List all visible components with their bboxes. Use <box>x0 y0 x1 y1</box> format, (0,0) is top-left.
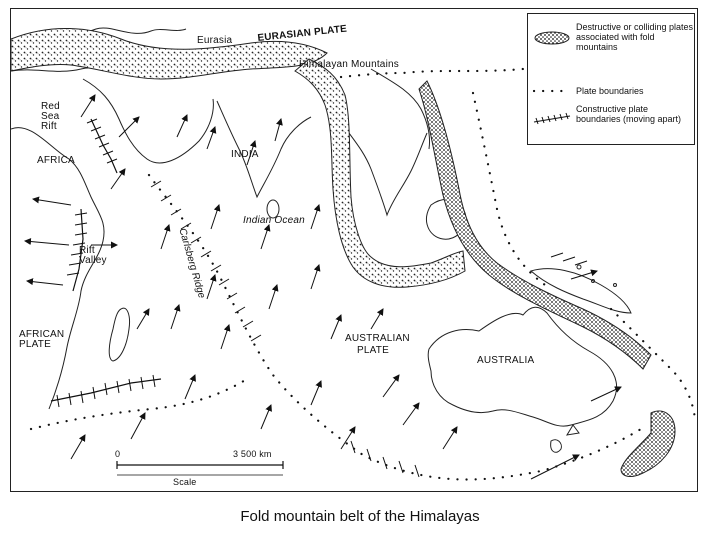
legend-item-destructive: Destructive or colliding plates associat… <box>528 20 696 68</box>
coast-new-guinea <box>529 268 632 314</box>
label-india: INDIA <box>231 149 259 160</box>
ridge-red-sea <box>90 118 118 174</box>
ridge-red-sea-hatch <box>86 118 118 164</box>
coast-india <box>216 100 312 199</box>
ridge-south-hatch <box>350 440 420 478</box>
coast-tasmania <box>550 439 562 453</box>
fold-belt-curve <box>294 58 466 288</box>
scale-end: 3 500 km <box>233 449 272 459</box>
scale-label: Scale <box>173 477 197 487</box>
legend-stippled-belt-icon <box>534 31 570 45</box>
label-eurasia: Eurasia <box>197 35 233 46</box>
label-australian-plate-2: PLATE <box>357 345 389 356</box>
islands <box>566 264 617 436</box>
coast-australia <box>427 306 618 427</box>
legend-text-plate-boundaries: Plate boundaries <box>576 86 644 96</box>
label-rift-valley-2: Valley <box>79 255 107 266</box>
ridge-rift-valley-hatch <box>66 212 88 276</box>
ridge-sw-indian-hatch <box>56 374 156 408</box>
plate-boundaries <box>29 67 697 481</box>
boundary-pacific <box>609 307 697 421</box>
legend: Destructive or colliding plates associat… <box>527 13 695 145</box>
coastlines <box>11 27 632 453</box>
label-australian-plate-1: AUSTRALIAN <box>345 333 410 344</box>
ridge-carlsberg-hatch <box>150 180 262 342</box>
map-drawing <box>11 27 697 481</box>
label-indian-ocean: Indian Ocean <box>243 215 305 226</box>
coast-china <box>370 68 430 150</box>
legend-text-constructive: Constructive plate boundaries (moving ap… <box>576 104 682 124</box>
coast-madagascar <box>108 307 130 362</box>
label-australia: AUSTRALIA <box>477 355 535 366</box>
coast-africa <box>11 127 105 410</box>
label-red-sea-rift-1: Red <box>41 101 60 112</box>
ridge-sw-indian <box>50 378 162 402</box>
ridge-east-hatch <box>550 252 588 266</box>
fold-belt <box>11 27 676 477</box>
boundary-top <box>339 67 525 79</box>
legend-text-destructive: Destructive or colliding plates associat… <box>576 22 694 52</box>
scale-bar-graphic <box>116 461 284 476</box>
label-african-plate-2: PLATE <box>19 339 51 350</box>
boundary-carlsberg <box>147 173 643 481</box>
coast-arabia <box>82 78 214 164</box>
label-red-sea-rift-3: Rift <box>41 121 57 132</box>
label-africa: AFRICA <box>37 155 75 166</box>
legend-hatched-line-icon <box>533 112 571 125</box>
constructive-boundaries <box>50 118 588 478</box>
coast-se-asia <box>338 118 428 217</box>
boundary-southwest <box>29 377 249 431</box>
label-red-sea-rift-2: Sea <box>41 111 60 122</box>
map: Eurasia EURASIAN PLATE Himalayan Mountai… <box>10 8 698 492</box>
scale-bar: 0 3 500 km Scale <box>115 449 295 489</box>
fold-belt-newzealand <box>620 410 676 477</box>
scale-start: 0 <box>115 449 121 459</box>
sri-lanka <box>266 199 280 219</box>
plate-motion-arrows <box>24 94 622 480</box>
legend-item-constructive: Constructive plate boundaries (moving ap… <box>528 102 696 138</box>
figure-caption: Fold mountain belt of the Himalayas <box>240 508 480 525</box>
label-rift-valley-1: Rift <box>79 245 95 256</box>
legend-dotted-line-icon <box>532 89 572 93</box>
legend-item-plate-boundaries: Plate boundaries <box>528 84 696 98</box>
boundary-east <box>471 91 553 291</box>
label-himalayan-mountains: Himalayan Mountains <box>299 59 399 70</box>
fold-belt-east <box>418 80 652 370</box>
label-african-plate-1: AFRICAN <box>19 329 65 340</box>
